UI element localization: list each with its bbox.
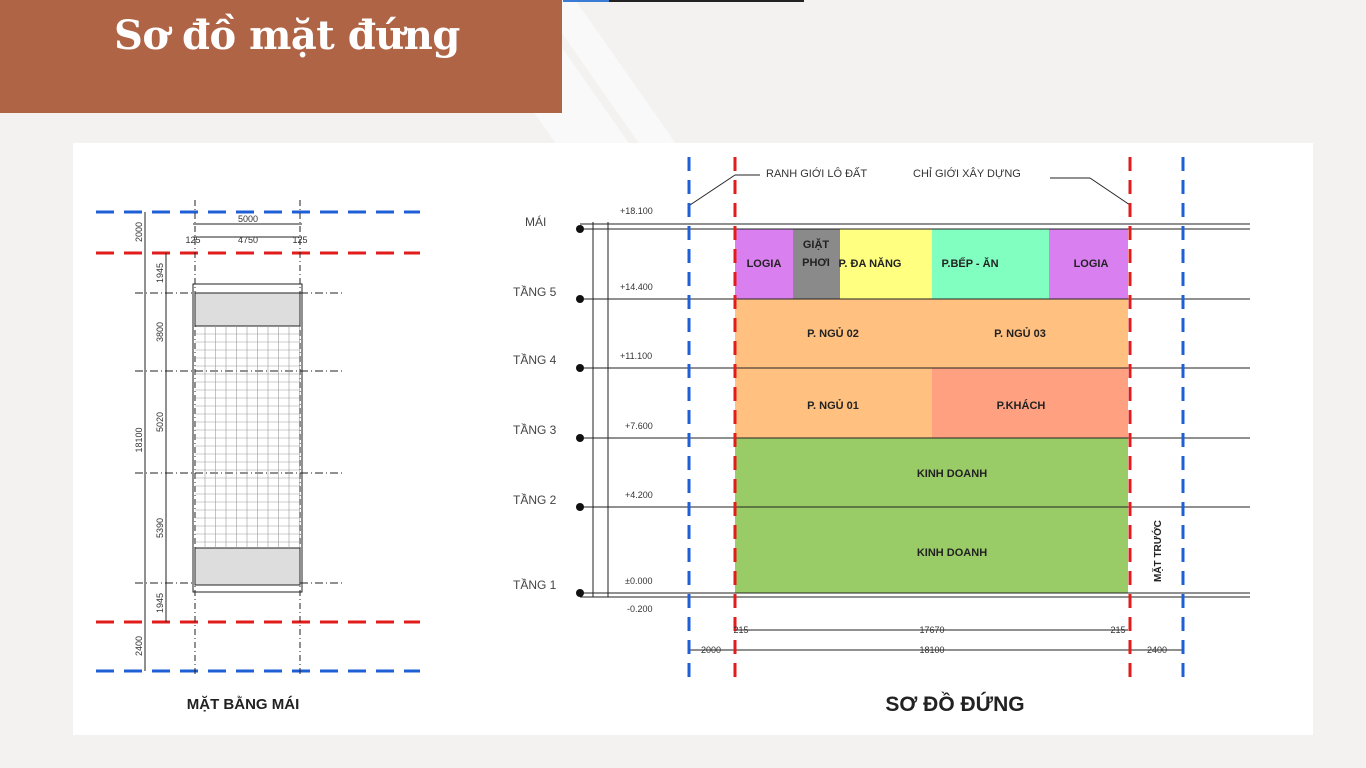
dim-text: 2000 — [134, 222, 144, 242]
room-label: LOGIA — [747, 258, 782, 270]
level-markers — [576, 225, 584, 597]
dim-text: 125 — [185, 235, 200, 245]
room-label: P. NGỦ 02 — [807, 327, 859, 340]
front-facade-label: MẶT TRƯỚC — [1151, 520, 1164, 582]
elev-value: ±0.000 — [625, 576, 652, 586]
dim-text: 1945 — [155, 263, 165, 283]
room-label: KINH DOANH — [917, 468, 987, 480]
room-label: PHƠI — [802, 257, 830, 269]
top-progress-bar — [563, 0, 804, 2]
dim-text: 215 — [1110, 625, 1125, 635]
callout-lot-boundary: RANH GIỚI LÔ ĐẤT — [766, 167, 867, 180]
dim-text: 5390 — [155, 518, 165, 538]
room-labels: LOGIA GIẶT PHƠI P. ĐA NĂNG P.BẾP - ĂN LO… — [747, 238, 1109, 559]
dim-text: 2000 — [701, 645, 721, 655]
elev-value: +11.100 — [620, 351, 652, 361]
level-label: MÁI — [525, 214, 546, 229]
level-labels: MÁI TẦNG 5 TẦNG 4 TẦNG 3 TẦNG 2 TẦNG 1 — [513, 214, 557, 592]
plan-dimensions: 5000 125 4750 125 2000 18100 2400 1945 3… — [134, 214, 308, 656]
elev-value: +14.400 — [620, 282, 653, 292]
dim-text: 1945 — [155, 593, 165, 613]
room-label: GIẶT — [803, 238, 830, 251]
slide-title: Sơ đồ mặt đứng — [114, 12, 460, 59]
dim-text: 4750 — [238, 235, 258, 245]
plan-caption: MẶT BẰNG MÁI — [187, 695, 300, 713]
room-label: P.BẾP - ĂN — [941, 257, 998, 270]
room-label: P.KHÁCH — [997, 399, 1046, 412]
room-label: P. NGỦ 03 — [994, 327, 1046, 340]
level-label: TẦNG 4 — [513, 352, 557, 367]
elevation-caption: SƠ ĐỒ ĐỨNG — [885, 692, 1024, 716]
dim-text: 18100 — [134, 427, 144, 452]
elevation-values: +18.100 +14.400 +11.100 +7.600 +4.200 ±0… — [620, 206, 653, 614]
bottom-dimensions: 215 17670 215 2000 18100 2400 — [701, 625, 1167, 655]
dim-text: 125 — [292, 235, 307, 245]
room-label: P. ĐA NĂNG — [839, 257, 902, 270]
level-label: TẦNG 1 — [513, 577, 557, 592]
room-label: P. NGỦ 01 — [807, 399, 859, 412]
level-label: TẦNG 2 — [513, 492, 557, 507]
elev-value: +4.200 — [625, 490, 653, 500]
boundary-lines — [687, 157, 1185, 680]
elevation-rooms — [735, 229, 1128, 593]
callouts: RANH GIỚI LÔ ĐẤT CHỈ GIỚI XÂY DỰNG MẶT T… — [766, 167, 1164, 582]
level-label: TẦNG 3 — [513, 422, 557, 437]
dim-text: 3800 — [155, 322, 165, 342]
roof-plan — [96, 200, 420, 675]
room-label: KINH DOANH — [917, 547, 987, 559]
callout-building-line: CHỈ GIỚI XÂY DỰNG — [913, 167, 1021, 180]
dim-text: 2400 — [134, 636, 144, 656]
elev-value: +7.600 — [625, 421, 653, 431]
dim-text: 215 — [733, 625, 748, 635]
room-label: LOGIA — [1074, 258, 1109, 270]
dim-text: 5000 — [238, 214, 258, 224]
dim-text: 2400 — [1147, 645, 1167, 655]
dim-text: 5020 — [155, 412, 165, 432]
title-banner: Sơ đồ mặt đứng — [0, 0, 562, 113]
dim-text: 17670 — [919, 625, 944, 635]
dim-text: 18100 — [919, 645, 944, 655]
level-label: TẦNG 5 — [513, 284, 557, 299]
elevation-lines — [580, 174, 1250, 651]
elev-value: -0.200 — [627, 604, 653, 614]
elev-value: +18.100 — [620, 206, 653, 216]
